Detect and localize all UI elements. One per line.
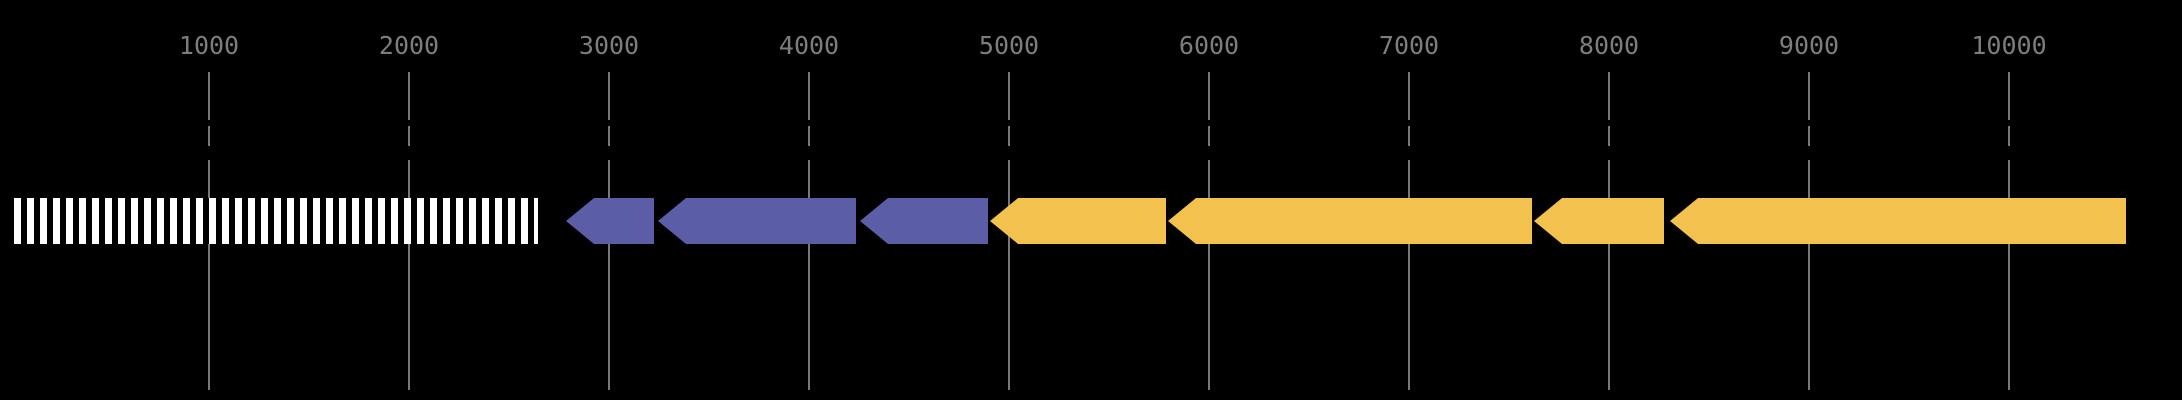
axis-gridline bbox=[1808, 72, 1810, 120]
feature-arrow-shape bbox=[1168, 198, 1532, 244]
axis-gridline bbox=[1608, 126, 1610, 146]
axis-gridline bbox=[1608, 160, 1610, 390]
axis-gridline bbox=[608, 160, 610, 390]
axis-gridline bbox=[1808, 160, 1810, 390]
axis-tick-label: 5000 bbox=[978, 31, 1040, 60]
feature-arrow-fill bbox=[1168, 198, 1532, 244]
feature-arrow[interactable] bbox=[1670, 198, 2126, 244]
axis-gridline bbox=[2008, 160, 2010, 390]
axis-gridline bbox=[408, 126, 410, 146]
axis-gridline bbox=[1208, 126, 1210, 146]
hatch-pattern-icon bbox=[8, 198, 534, 244]
axis-gridline bbox=[2008, 72, 2010, 120]
axis-tick-label: 6000 bbox=[1178, 31, 1240, 60]
feature-arrow-shape bbox=[990, 198, 1166, 244]
feature-arrow[interactable] bbox=[658, 198, 856, 244]
axis-tick-label: 3000 bbox=[578, 31, 640, 60]
axis-gridline bbox=[1208, 160, 1210, 390]
axis-gridline bbox=[208, 160, 210, 390]
axis-gridline bbox=[1208, 72, 1210, 120]
axis-gridline bbox=[1008, 126, 1010, 146]
axis-gridline bbox=[1008, 160, 1010, 390]
feature-arrow[interactable] bbox=[860, 198, 988, 244]
feature-arrow[interactable] bbox=[1534, 198, 1664, 244]
feature-arrow-fill bbox=[1534, 198, 1664, 244]
axis-gridline bbox=[608, 126, 610, 146]
feature-lane bbox=[0, 198, 2182, 244]
axis-tick-label: 1000 bbox=[178, 31, 240, 60]
axis-gridline bbox=[208, 126, 210, 146]
feature-arrow[interactable] bbox=[990, 198, 1166, 244]
axis-gridline bbox=[1408, 72, 1410, 120]
feature-arrow-fill bbox=[658, 198, 856, 244]
axis-tick-label: 7000 bbox=[1378, 31, 1440, 60]
axis-gridline bbox=[408, 160, 410, 390]
feature-arrow-shape bbox=[860, 198, 988, 244]
feature-arrow[interactable] bbox=[1168, 198, 1532, 244]
feature-arrow[interactable] bbox=[566, 198, 654, 244]
feature-arrow-shape bbox=[566, 198, 654, 244]
axis-gridline bbox=[1008, 72, 1010, 120]
feature-arrow-fill bbox=[566, 198, 654, 244]
masked-region-hatch[interactable] bbox=[8, 198, 538, 244]
axis-gridline bbox=[1808, 126, 1810, 146]
axis-gridline bbox=[2008, 126, 2010, 146]
feature-arrow-shape bbox=[1534, 198, 1664, 244]
axis-gridline bbox=[608, 72, 610, 120]
axis-gridline bbox=[208, 72, 210, 120]
axis-tick-label: 2000 bbox=[378, 31, 440, 60]
axis-gridline bbox=[1608, 72, 1610, 120]
feature-arrow-shape bbox=[1670, 198, 2126, 244]
axis-gridline bbox=[1408, 160, 1410, 390]
feature-arrow-shape bbox=[658, 198, 856, 244]
feature-arrow-fill bbox=[860, 198, 988, 244]
axis-gridline bbox=[408, 72, 410, 120]
axis-tick-label: 4000 bbox=[778, 31, 840, 60]
feature-arrow-fill bbox=[1670, 198, 2126, 244]
axis-gridline bbox=[808, 126, 810, 146]
axis-tick-label: 10000 bbox=[1971, 31, 2047, 60]
axis-tick-label: 8000 bbox=[1578, 31, 1640, 60]
axis-tick-label: 9000 bbox=[1778, 31, 1840, 60]
axis-gridline bbox=[808, 72, 810, 120]
axis-gridline bbox=[1408, 126, 1410, 146]
axis-gridline bbox=[808, 160, 810, 390]
feature-arrow-fill bbox=[990, 198, 1166, 244]
